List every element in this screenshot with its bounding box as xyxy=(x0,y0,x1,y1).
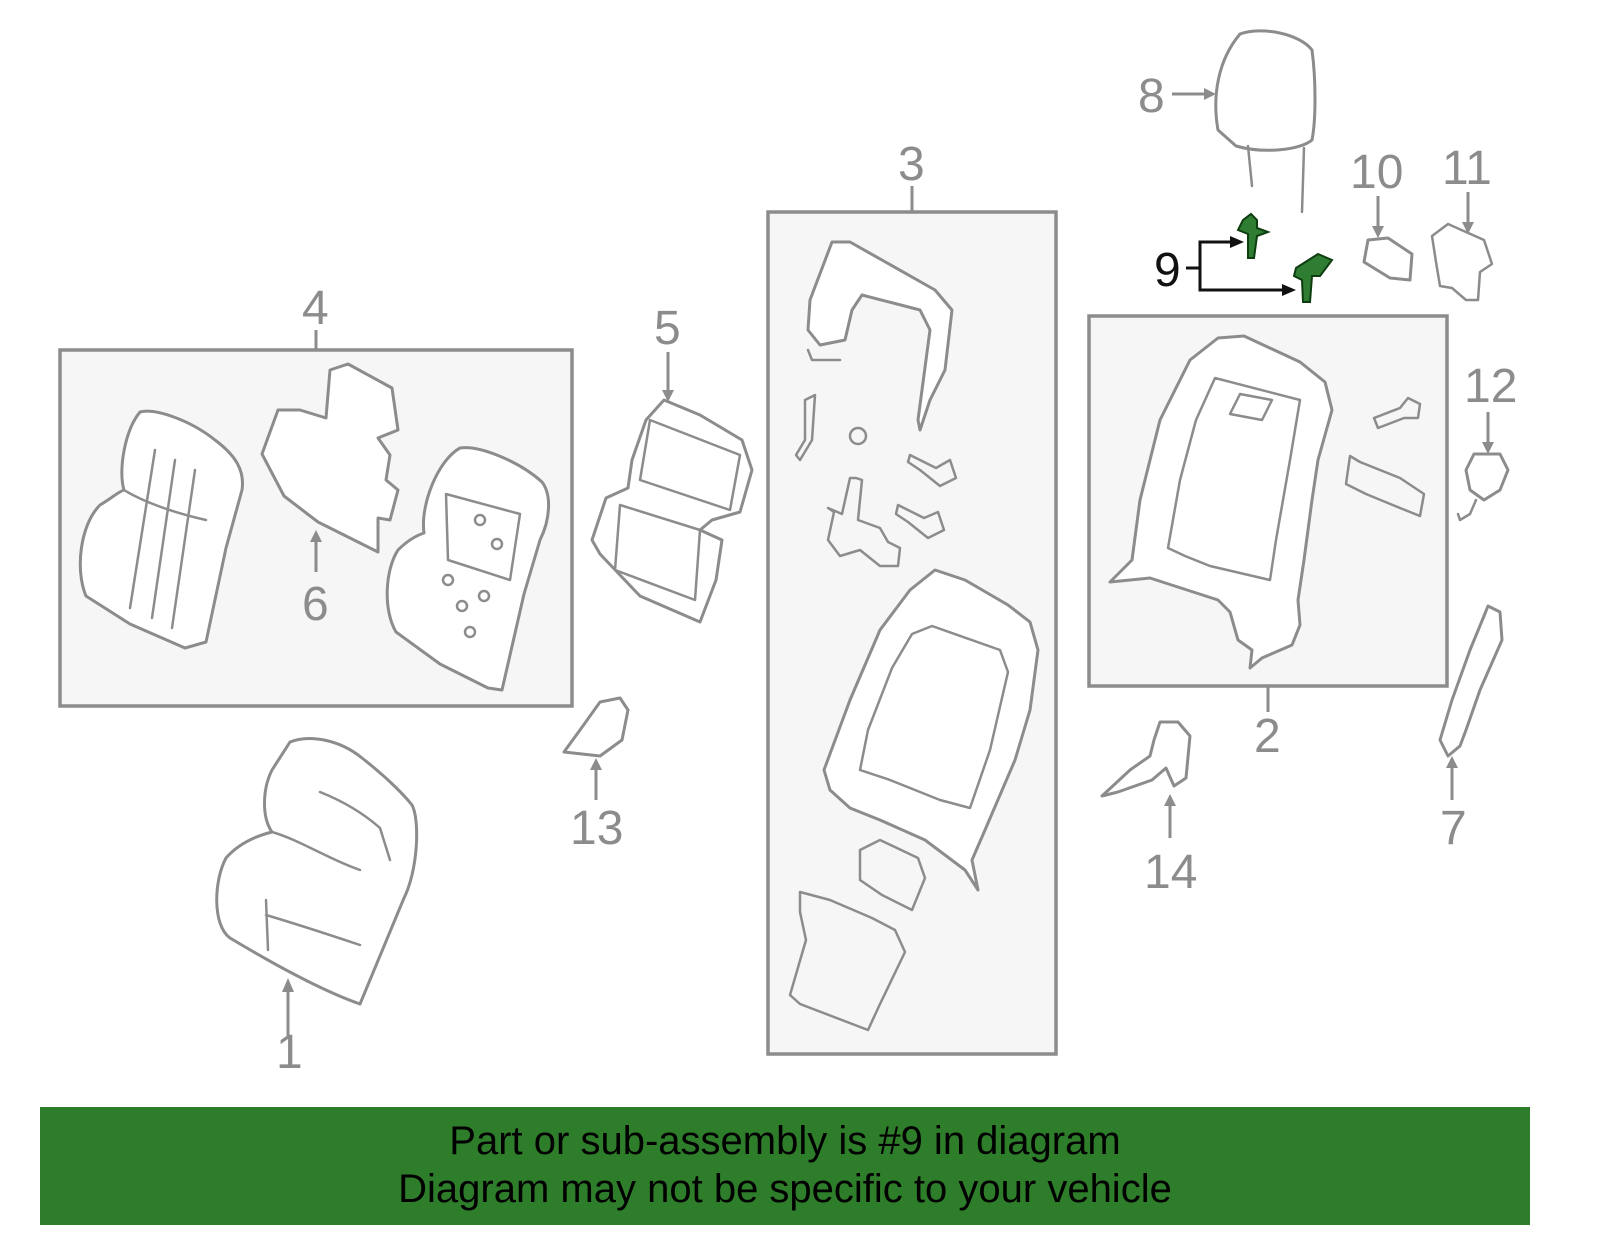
part-4-seatback-cover-left[interactable] xyxy=(78,409,245,650)
info-banner: Part or sub-assembly is #9 in diagram Di… xyxy=(40,1107,1530,1225)
callout-8: 8 xyxy=(1138,70,1165,123)
callout-7: 7 xyxy=(1440,802,1467,855)
banner-line-part: Part or sub-assembly is #9 in diagram xyxy=(449,1119,1121,1163)
part-1-seat-cushion[interactable] xyxy=(215,737,419,1006)
callout-4: 4 xyxy=(302,282,329,335)
part-9-headrest-guides[interactable] xyxy=(1236,212,1334,303)
callout-14: 14 xyxy=(1144,846,1197,899)
callout-3: 3 xyxy=(898,138,925,191)
part-bolt[interactable] xyxy=(1372,396,1422,430)
part-6-back-panel[interactable] xyxy=(260,362,400,554)
leader-lines-9 xyxy=(1186,236,1296,296)
part-12-switch[interactable] xyxy=(1456,452,1510,522)
part-14-cable[interactable] xyxy=(1100,720,1192,798)
part-2-seatback-frame[interactable] xyxy=(1108,334,1334,670)
callout-12: 12 xyxy=(1464,360,1517,413)
part-10-clip[interactable] xyxy=(1362,236,1414,282)
part-11-bracket[interactable] xyxy=(1430,222,1494,302)
part-8-headrest[interactable] xyxy=(1214,29,1317,214)
part-7-trim-strip[interactable] xyxy=(1438,604,1504,758)
callout-10: 10 xyxy=(1350,146,1403,199)
callout-6: 6 xyxy=(302,578,329,631)
part-13-trim[interactable] xyxy=(562,696,630,758)
part-4-seatback-cover-right[interactable] xyxy=(385,446,550,692)
part-5-back-board[interactable] xyxy=(590,398,754,624)
part-3-assembly[interactable] xyxy=(788,240,1040,1032)
callout-1: 1 xyxy=(276,1026,303,1079)
part-bracket[interactable] xyxy=(1344,454,1426,518)
leader-lines xyxy=(282,88,1494,1036)
callout-9: 9 xyxy=(1154,244,1181,297)
callout-5: 5 xyxy=(654,302,681,355)
callout-2: 2 xyxy=(1254,710,1281,763)
callout-13: 13 xyxy=(570,802,623,855)
banner-line-disclaimer: Diagram may not be specific to your vehi… xyxy=(398,1167,1172,1211)
callout-11: 11 xyxy=(1442,142,1492,195)
